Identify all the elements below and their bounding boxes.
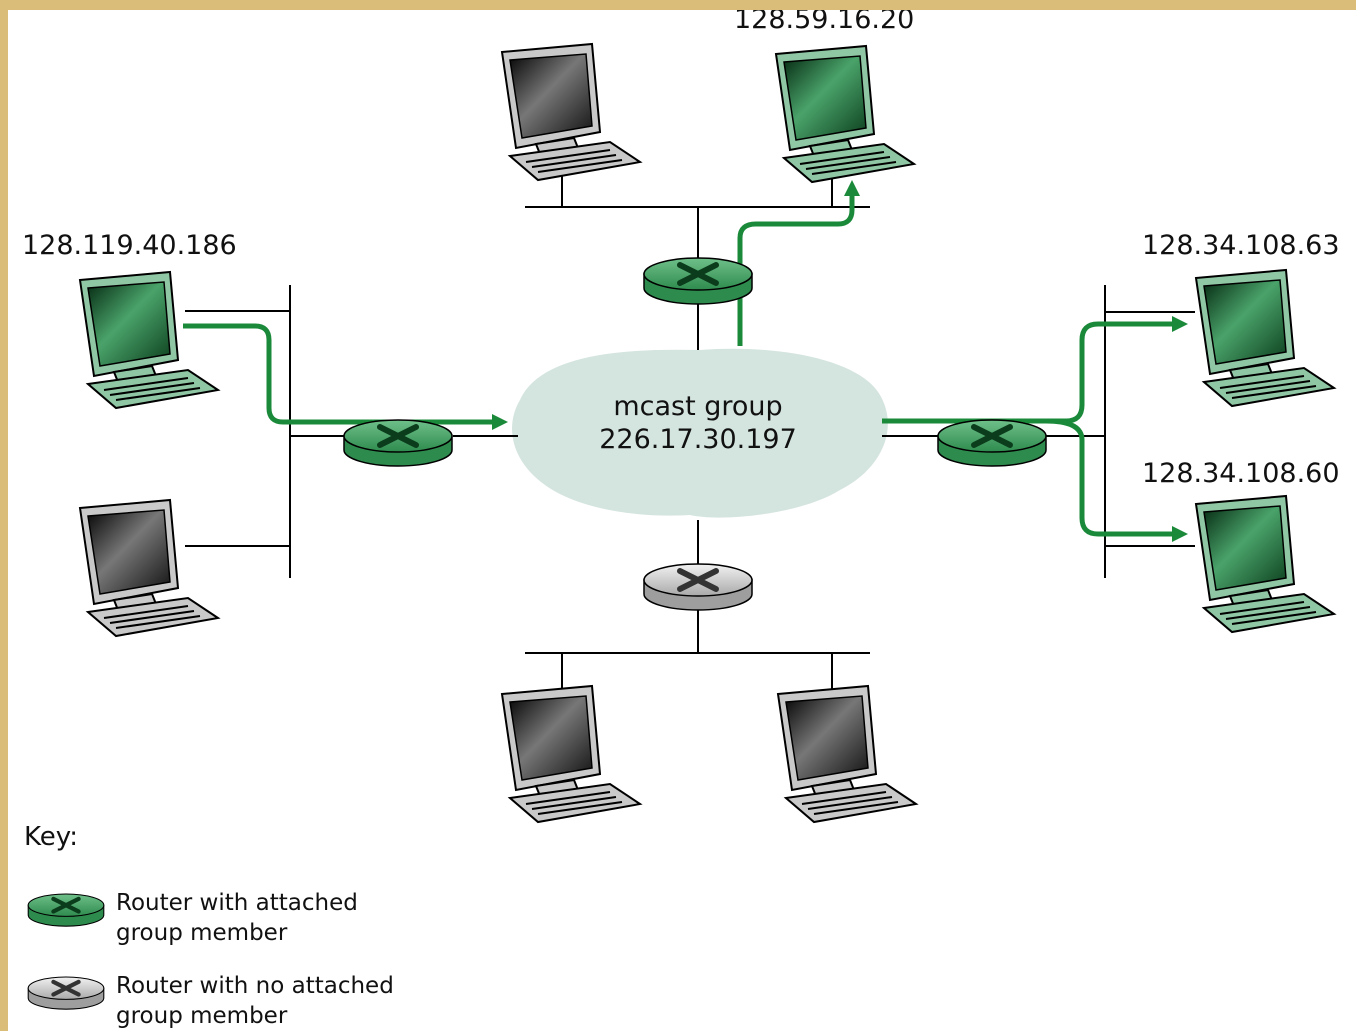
router-top-green-icon [644, 258, 752, 304]
router-right-green-icon [938, 420, 1046, 466]
key-router-gray-icon [28, 977, 104, 1009]
cloud-label: mcast group 226.17.30.197 [590, 390, 806, 456]
computer-bottom-left-icon [501, 685, 641, 823]
multicast-cloud [512, 348, 888, 518]
key-router-green-icon [28, 894, 104, 926]
path-right-branch [882, 315, 1189, 424]
key-label-no-attached: Router with no attached group member [116, 973, 394, 1029]
key-label-attached: Router with attached group member [116, 890, 358, 946]
ip-label-left-top: 128.119.40.186 [22, 230, 237, 261]
network-links [185, 166, 1195, 690]
computer-left-bottom-icon [79, 499, 219, 637]
cloud-label-line1: mcast group [613, 391, 783, 422]
computer-right-top-icon [1195, 269, 1335, 407]
ip-label-top-right: 128.59.16.20 [734, 10, 915, 35]
network-diagram [8, 43, 1335, 1031]
router-bottom-gray-icon [644, 564, 752, 610]
key-title: Key: [24, 822, 79, 852]
path-to-top-host [737, 179, 861, 346]
path-right-branch-lower [1045, 418, 1189, 543]
computer-right-bottom-icon [1195, 495, 1335, 633]
computer-top-right-icon [775, 45, 915, 183]
router-left-green-icon [344, 420, 452, 466]
ip-label-right-top: 128.34.108.63 [1142, 230, 1340, 261]
cloud-label-line2: 226.17.30.197 [599, 424, 797, 455]
computer-top-left-icon [501, 43, 641, 181]
diagram-canvas: 128.59.16.20 128.119.40.186 128.34.108.6… [8, 10, 1356, 1031]
ip-label-right-bottom: 128.34.108.60 [1142, 458, 1340, 489]
multicast-paths [183, 179, 1189, 543]
computer-left-top-icon [79, 271, 219, 409]
computer-bottom-right-icon [777, 685, 917, 823]
path-from-source [183, 323, 509, 431]
